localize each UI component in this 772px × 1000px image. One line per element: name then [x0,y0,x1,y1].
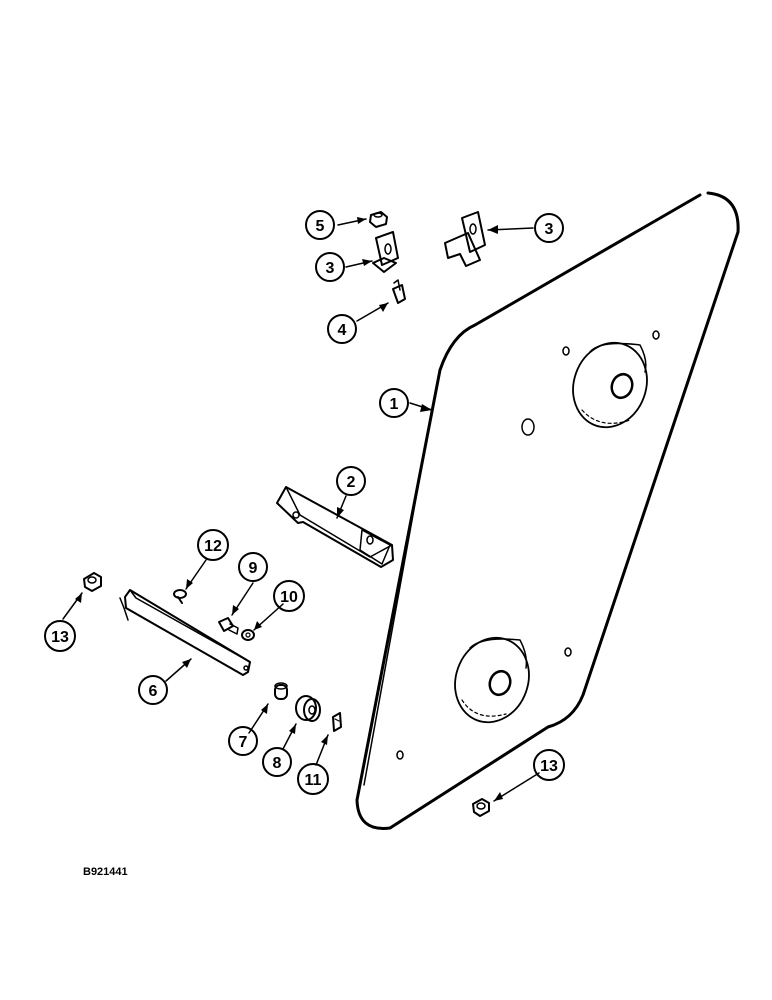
callout-8-label: 8 [273,755,282,772]
part-11-clip [332,712,342,732]
callout-11-label: 11 [305,772,322,789]
callout-13-right-label: 13 [540,758,558,775]
callout-6: 6 [138,675,168,705]
part-2-bracket [276,486,394,568]
callout-10-label: 10 [280,589,298,606]
part-13-nut-left [83,572,102,592]
part-9-bolt [218,617,239,635]
part-8-roller [295,695,321,722]
callout-9: 9 [238,552,268,582]
part-5-nut [369,211,388,228]
callout-13-right: 13 [533,749,565,781]
figure-code: B921441 [83,866,128,878]
part-6-strap [119,589,251,676]
callout-3-left-label: 3 [326,260,335,277]
callout-7: 7 [228,726,258,756]
part-13-nut-right [472,798,490,817]
callout-9-label: 9 [249,560,258,577]
callout-5: 5 [305,210,335,240]
leader-arrowheads [75,217,503,801]
callout-12: 12 [197,529,229,561]
callout-2: 2 [336,466,366,496]
callout-7-label: 7 [239,734,248,751]
part-4-bolt [392,279,406,304]
callout-5-label: 5 [316,218,325,235]
part-7-spacer [274,682,288,700]
callout-3-left: 3 [315,252,345,282]
callout-11: 11 [297,763,329,795]
callout-1-label: 1 [390,396,399,413]
callout-13-left-label: 13 [51,629,69,646]
callout-2-label: 2 [347,474,356,491]
part-3-clip-right [444,211,486,267]
callout-1: 1 [379,388,409,418]
callout-6-label: 6 [149,683,158,700]
callout-8: 8 [262,747,292,777]
callout-3-right: 3 [534,213,564,243]
callout-10: 10 [273,580,305,612]
part-3-clip-left [372,231,399,273]
callout-3-right-label: 3 [545,221,554,238]
callout-13-left: 13 [44,620,76,652]
part-1-plate [355,191,740,830]
callout-12-label: 12 [204,538,222,555]
callout-4-label: 4 [338,322,347,339]
part-10-washer [241,629,255,641]
callout-4: 4 [327,314,357,344]
part-12-screw [173,589,187,604]
